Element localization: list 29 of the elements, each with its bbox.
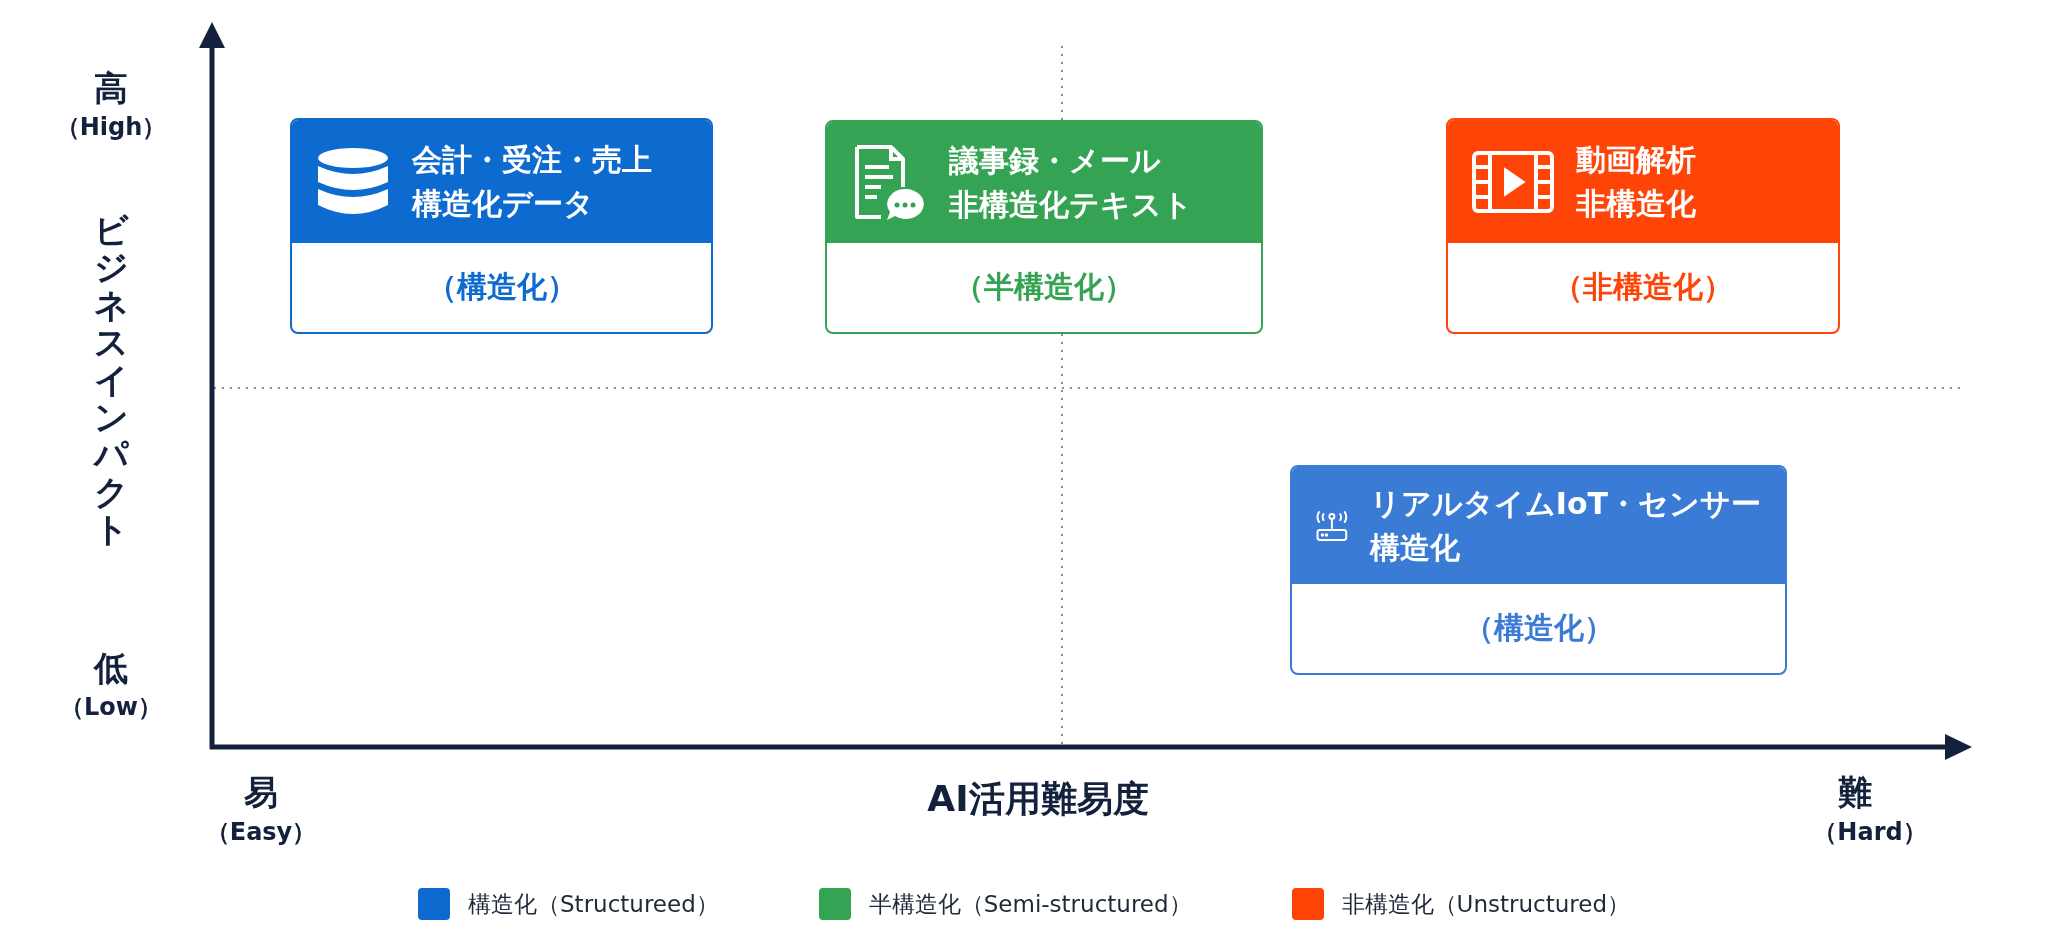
category-label: （構造化） <box>426 268 577 306</box>
legend-label: 非構造化（Unstructured） <box>1341 889 1630 919</box>
card-title: 会計・受注・売上 <box>412 140 652 179</box>
card-title: 非構造化テキスト <box>949 185 1193 224</box>
axis-sublabel: （Low） <box>60 692 162 723</box>
legend-label: 構造化（Structureed） <box>468 889 719 919</box>
axis-sublabel: （Hard） <box>1813 817 1927 848</box>
axis-title: ビジネスインパクト <box>94 212 128 549</box>
category-label: （非構造化） <box>1553 268 1733 306</box>
category-card <box>1446 118 1840 334</box>
axis-label: 易 <box>244 771 278 814</box>
axis-label: 低 <box>94 647 128 690</box>
category-card <box>1290 465 1787 675</box>
axis-sublabel: （High） <box>55 112 167 143</box>
card-title: 動画解析 <box>1576 140 1696 179</box>
card-title: 構造化 <box>1369 528 1461 567</box>
category-card <box>290 118 713 334</box>
axis-label: AI活用難易度 <box>927 776 1149 821</box>
axis-label: 高 <box>94 67 128 110</box>
legend-label: 半構造化（Semi-structured） <box>868 889 1192 919</box>
card-title: 非構造化 <box>1576 184 1696 223</box>
category-label: （半構造化） <box>954 268 1134 306</box>
axis-label: 難 <box>1838 771 1872 814</box>
axis-sublabel: （Easy） <box>205 817 317 848</box>
category-card <box>825 120 1263 334</box>
card-title: リアルタイムIoT・センサー <box>1369 484 1761 523</box>
card-title: 議事録・メール <box>949 141 1162 180</box>
card-title: 構造化データ <box>412 184 595 223</box>
category-label: （構造化） <box>1463 609 1614 647</box>
